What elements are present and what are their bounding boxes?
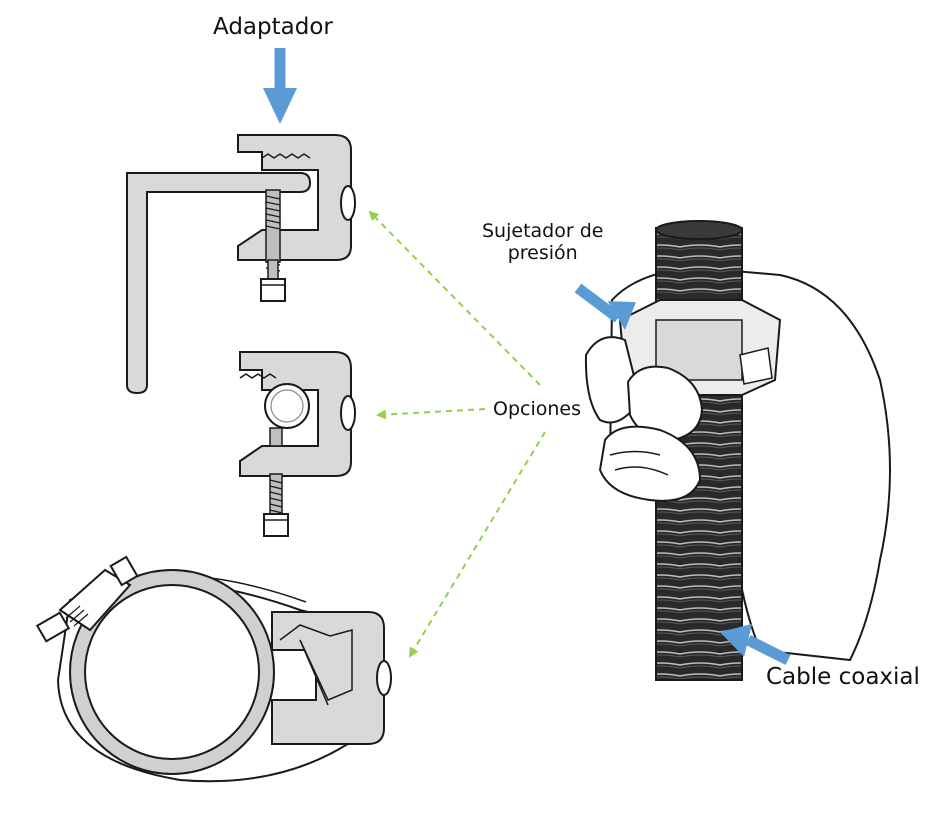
option-pointers [368,210,546,658]
option-pipe-clamp [35,555,392,783]
angle-bracket [126,172,312,395]
clamp-hole [340,395,356,431]
option-beam-clamp [239,351,356,537]
label-opciones: Opciones [493,398,581,420]
pipe-inner [84,584,260,760]
hex-nut [263,513,289,537]
clamp-body [239,351,352,477]
adaptador-arrow [263,48,297,124]
hex-nut [260,278,286,302]
sujetador-arrow [574,283,636,330]
label-cable-coaxial: Cable coaxial [766,664,920,690]
cable-arrow [720,624,791,665]
pointer-to-option-3 [408,431,546,658]
hose-clamp-screw-housing [35,555,139,643]
label-sujetador-line-1: Sujetador de [482,220,604,242]
option-angle-bracket-clamp [126,134,356,395]
label-adaptador: Adaptador [213,14,333,40]
callout-arrows [263,48,791,665]
screw-upper [269,427,283,447]
coaxial-cable-with-hanger [584,220,891,681]
clamp-hole [376,660,392,696]
pointer-to-option-2 [376,408,486,420]
label-sujetador-de-presion: Sujetador de presión [482,220,604,265]
round-bar [264,383,310,429]
fingers [598,425,702,502]
clamp-hole [340,185,356,221]
pointer-to-option-1 [368,210,541,386]
screw-rod [267,259,279,281]
clamp-body [237,134,352,261]
label-sujetador-line-2: presión [507,241,578,264]
